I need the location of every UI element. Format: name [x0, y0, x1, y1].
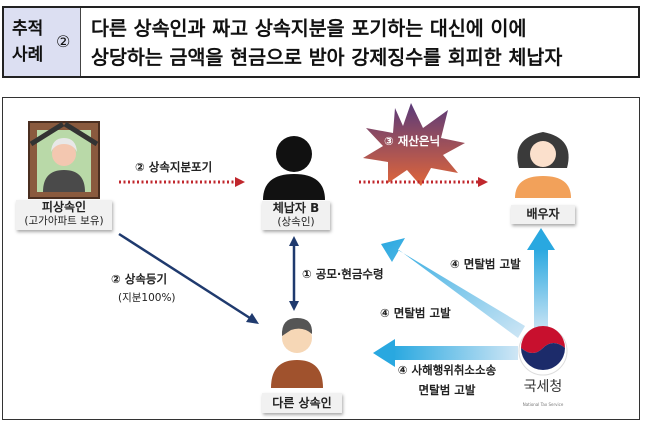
arrow-nts-to-spouse — [527, 228, 555, 333]
scheme-diagram: 피상속인(고가아파트 보유) 체납자 B(상속인) 배우자 다른 상속인 국세청… — [2, 97, 640, 420]
title-line-2: 상당하는 금액을 현금으로 받아 강제징수를 회피한 체납자 — [91, 46, 563, 69]
lawsuit-sub: 면탈범 고발 — [418, 383, 476, 397]
arrow-nts-to-delinquent — [381, 238, 525, 338]
arrow-conspiracy — [289, 236, 299, 311]
deceased-sub: (고가아파트 보유) — [24, 215, 104, 227]
delinquent-sub: (상속인) — [277, 216, 315, 228]
nts-name: 국세청 — [523, 379, 563, 395]
conspiracy-label: ① 공모·현금수령 — [302, 267, 384, 281]
title-line-1: 다른 상속인과 짜고 상속지분을 포기하는 대신에 이에 — [91, 17, 527, 40]
arrow-waive — [119, 177, 245, 187]
delinquent-name: 체납자 B — [272, 201, 320, 215]
spouse-icon — [515, 132, 571, 198]
arrow-registration — [118, 232, 259, 324]
nts-logo-icon — [518, 326, 568, 376]
deceased-label: 피상속인(고가아파트 보유) — [16, 200, 112, 230]
spouse-label: 배우자 — [511, 205, 575, 224]
starburst-hide — [363, 103, 465, 186]
case-title: 다른 상속인과 짜고 상속지분을 포기하는 대신에 이에 상당하는 금액을 현금… — [81, 8, 638, 76]
arrow-nts-to-other-heir — [373, 339, 518, 367]
case-number: ② — [56, 32, 71, 51]
delinquent-label: 체납자 B(상속인) — [262, 201, 330, 230]
waive-label: ② 상속지분포기 — [135, 160, 213, 174]
deceased-portrait-icon — [28, 121, 100, 199]
case-header: 추적 사례 ② 다른 상속인과 짜고 상속지분을 포기하는 대신에 이에 상당하… — [2, 6, 640, 78]
delinquent-silhouette-icon — [263, 136, 325, 200]
charge-spouse-label: ④ 면탈범 고발 — [450, 257, 521, 271]
case-tag: 추적 사례 — [12, 19, 44, 65]
lawsuit-label: ④ 사해행위취소소송 — [397, 363, 497, 377]
nts-sub: National Tax Service — [522, 402, 564, 407]
deceased-name: 피상속인 — [41, 200, 87, 214]
case-tag-cell: 추적 사례 ② — [4, 8, 81, 76]
charge-b-label: ④ 면탈범 고발 — [380, 306, 451, 320]
hide-label: ③ 재산은닉 — [384, 134, 441, 148]
other-heir-label: 다른 상속인 — [262, 393, 342, 413]
registration-label: ② 상속등기 — [111, 272, 168, 286]
arrow-hide — [359, 177, 488, 187]
registration-sub: (지분100%) — [118, 292, 176, 304]
other-heir-icon — [271, 318, 323, 388]
